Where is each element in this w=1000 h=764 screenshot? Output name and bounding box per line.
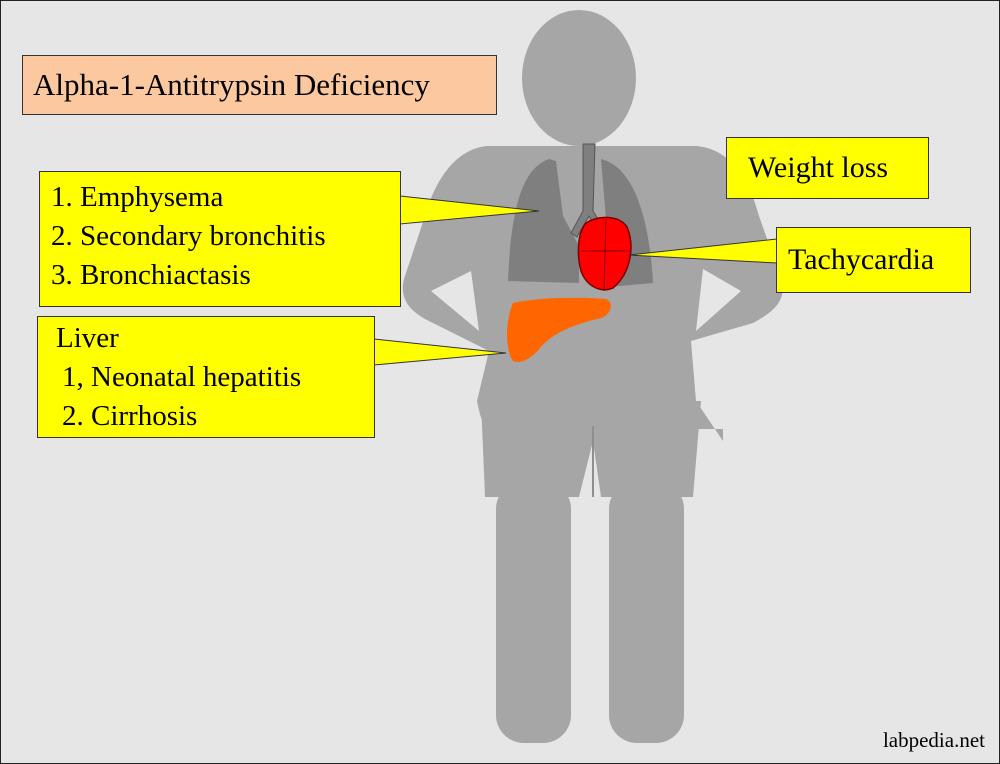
heart-callout: Tachycardia <box>776 227 971 293</box>
credit-text: labpedia.net <box>882 728 985 752</box>
liver-heading: Liver <box>56 322 119 354</box>
lung-item-3: 3. Bronchiactasis <box>51 259 251 291</box>
weight-label: Weight loss <box>748 151 889 184</box>
liver-callout: Liver 1, Neonatal hepatitis 2. Cirrhosis <box>37 316 375 438</box>
lung-item-1: 1. Emphysema <box>51 181 224 213</box>
lung-item-2: 2. Secondary bronchitis <box>51 220 326 252</box>
title: Alpha-1-Antitrypsin Deficiency <box>33 67 430 102</box>
liver-item-2: 2. Cirrhosis <box>62 400 198 432</box>
right-arm-gap <box>696 269 741 331</box>
left-lung <box>508 159 579 283</box>
torso <box>402 146 783 441</box>
head <box>522 10 636 146</box>
right-leg <box>609 481 684 743</box>
liver <box>507 297 611 363</box>
left-arm-gap <box>431 271 479 331</box>
title-box: Alpha-1-Antitrypsin Deficiency <box>22 55 497 115</box>
liver-item-1: 1, Neonatal hepatitis <box>62 361 302 393</box>
weight-callout: Weight loss <box>726 137 929 199</box>
heart-label: Tachycardia <box>788 243 935 276</box>
hips <box>481 401 701 497</box>
lung-callout: 1. Emphysema 2. Secondary bronchitis 3. … <box>39 171 401 307</box>
left-leg <box>496 481 571 743</box>
